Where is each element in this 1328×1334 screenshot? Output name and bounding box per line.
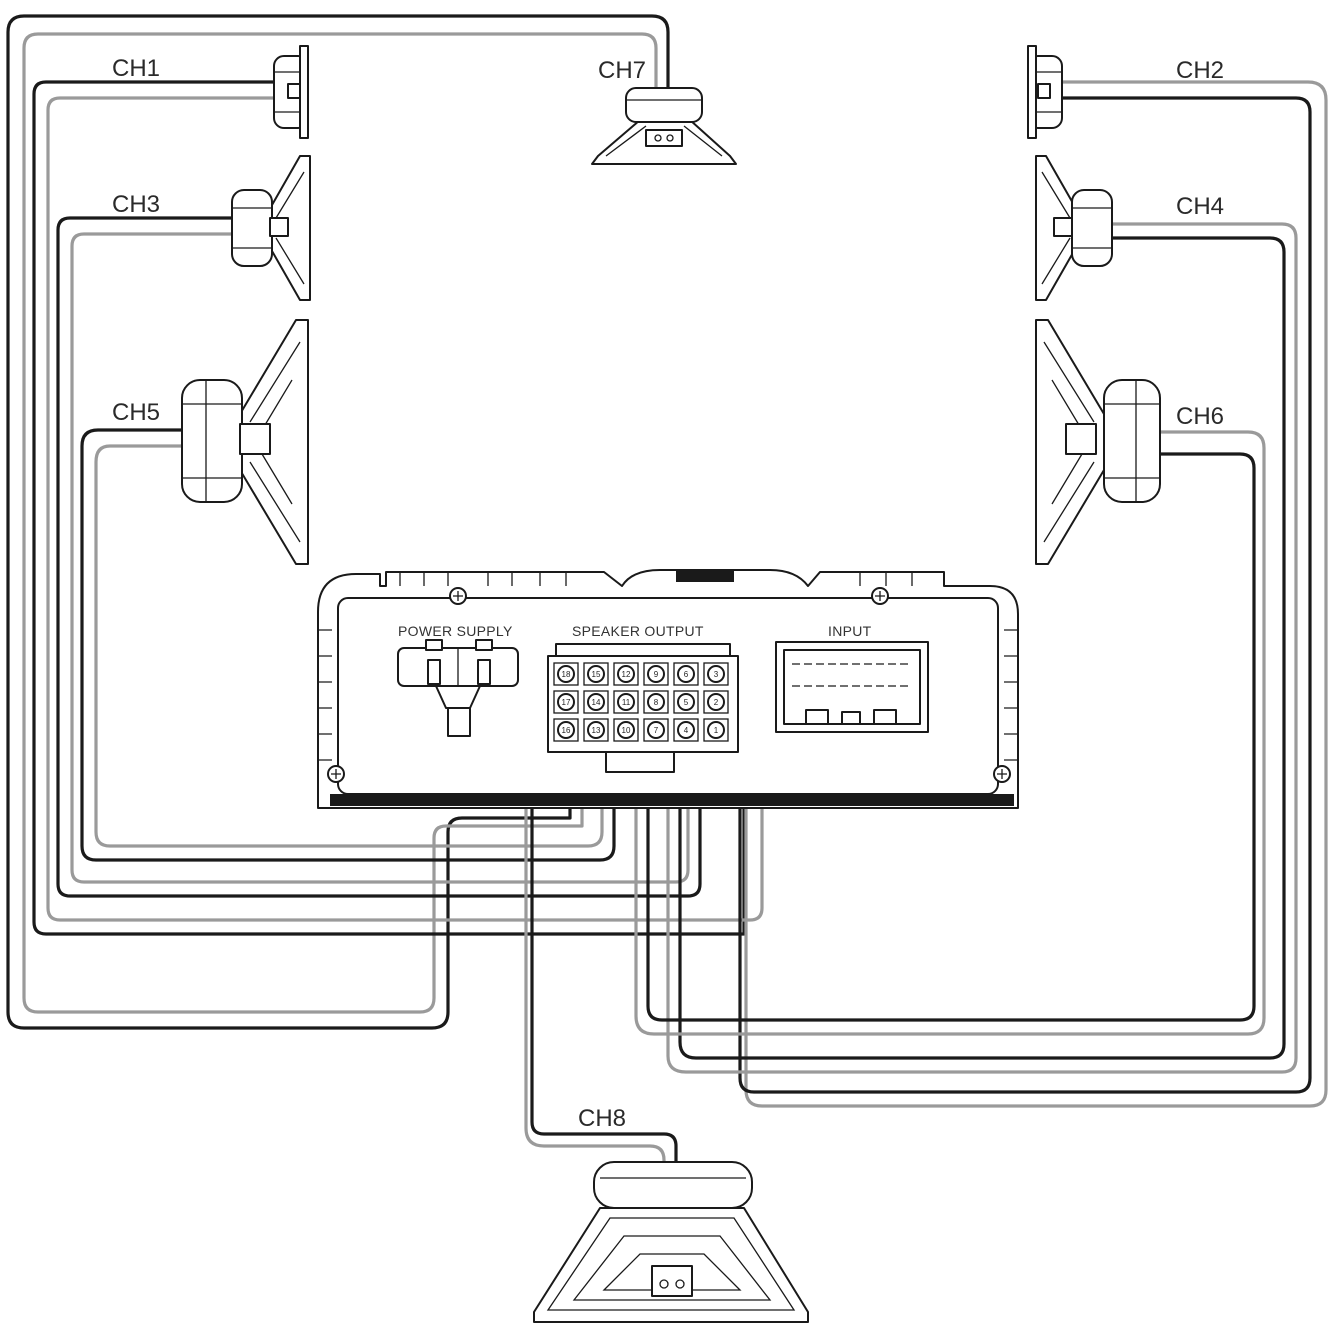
terminal-box — [673, 718, 699, 742]
terminal-screw — [677, 665, 695, 683]
terminal-grid: 18 15 12 9 6 3 17 14 11 8 5 2 16 13 10 7 4 1 — [553, 662, 729, 742]
label-ch6: CH6 — [1176, 403, 1224, 430]
terminal-box — [673, 690, 699, 714]
terminal-number: 9 — [654, 670, 659, 679]
label-speaker-output: SPEAKER OUTPUT — [572, 623, 704, 639]
wire-ch7-dark — [6, 14, 670, 1030]
terminal-screw — [587, 693, 605, 711]
speaker-ch3 — [231, 155, 311, 301]
wire-ch8-light — [524, 688, 666, 1292]
terminal-box — [583, 662, 609, 686]
wire-ch7-light — [22, 32, 658, 1014]
speaker-ch7 — [591, 87, 737, 165]
terminal-number: 6 — [684, 670, 689, 679]
power-supply-connector — [397, 639, 519, 737]
terminal-box — [673, 662, 699, 686]
terminal-box — [553, 718, 579, 742]
label-ch5: CH5 — [112, 399, 160, 426]
terminal-box — [613, 690, 639, 714]
labels: CH1 CH2 CH3 CH4 CH5 CH6 CH7 CH8 POWER SU… — [112, 55, 1224, 1132]
terminal-number: 12 — [622, 670, 631, 679]
wire-ch6-dark — [646, 452, 1256, 1022]
terminal-number: 7 — [654, 726, 659, 735]
terminal-number: 4 — [684, 726, 689, 735]
terminal-screw — [587, 721, 605, 739]
terminal-screw — [557, 721, 575, 739]
terminal-screw — [557, 665, 575, 683]
terminal-box — [703, 662, 729, 686]
terminal-screw — [587, 665, 605, 683]
speaker-ch2 — [1027, 45, 1063, 139]
terminal-screw — [707, 693, 725, 711]
wire-ch4-light — [666, 222, 1298, 1074]
terminal-box — [613, 718, 639, 742]
speaker-ch1 — [273, 45, 309, 139]
terminal-number: 13 — [592, 726, 601, 735]
wire-ch5-light — [94, 444, 604, 848]
label-ch7: CH7 — [598, 57, 646, 84]
terminal-number: 18 — [562, 670, 571, 679]
terminal-box — [613, 662, 639, 686]
terminal-number: 1 — [714, 726, 719, 735]
input-connector — [775, 641, 929, 733]
terminal-box — [703, 718, 729, 742]
terminal-screw — [617, 721, 635, 739]
terminal-box — [643, 718, 669, 742]
terminal-box — [583, 690, 609, 714]
label-ch8: CH8 — [578, 1105, 626, 1132]
wire-ch1-light — [46, 96, 764, 922]
wire-ch6-light — [634, 430, 1266, 1036]
terminal-screw — [677, 693, 695, 711]
label-ch4: CH4 — [1176, 193, 1224, 220]
terminal-number: 14 — [592, 698, 601, 707]
wire-ch1-dark — [32, 80, 746, 936]
terminal-screw — [557, 693, 575, 711]
wire-ch2-light — [744, 80, 1328, 1108]
speaker-output-terminal-block: 18 15 12 9 6 3 17 14 11 8 5 2 16 13 10 7 4 1 — [547, 643, 739, 773]
wire-ch8-dark — [530, 672, 678, 1292]
terminal-number: 8 — [654, 698, 659, 707]
speaker-ch8 — [533, 1161, 809, 1323]
wires — [6, 14, 1328, 1292]
terminal-number: 16 — [562, 726, 571, 735]
terminal-number: 17 — [562, 698, 571, 707]
terminal-screw — [647, 721, 665, 739]
terminal-box — [643, 662, 669, 686]
terminal-number: 10 — [622, 726, 631, 735]
terminal-box — [703, 690, 729, 714]
terminal-number: 3 — [714, 670, 719, 679]
terminal-screw — [707, 665, 725, 683]
terminal-screw — [647, 665, 665, 683]
terminal-box — [553, 690, 579, 714]
label-ch2: CH2 — [1176, 57, 1224, 84]
terminal-number: 2 — [714, 698, 719, 707]
wire-ch3-dark — [56, 216, 702, 898]
label-power-supply: POWER SUPPLY — [398, 623, 513, 639]
terminal-number: 5 — [684, 698, 689, 707]
terminal-screw — [617, 665, 635, 683]
label-input: INPUT — [828, 623, 872, 639]
speaker-ch4 — [1035, 155, 1113, 301]
terminal-screw — [617, 693, 635, 711]
wire-ch2-dark — [738, 96, 1312, 1094]
wire-ch5-dark — [80, 428, 616, 862]
terminal-number: 11 — [622, 698, 631, 707]
wire-ch4-dark — [678, 236, 1286, 1060]
terminal-screw — [707, 721, 725, 739]
terminal-number: 15 — [592, 670, 601, 679]
terminal-box — [643, 690, 669, 714]
label-ch1: CH1 — [112, 55, 160, 82]
label-ch3: CH3 — [112, 191, 160, 218]
terminal-screw — [647, 693, 665, 711]
terminal-box — [583, 718, 609, 742]
speaker-ch6 — [1035, 319, 1161, 565]
terminal-box — [553, 662, 579, 686]
speaker-ch5 — [181, 319, 309, 565]
wire-ch3-light — [70, 232, 690, 884]
terminal-screw — [677, 721, 695, 739]
